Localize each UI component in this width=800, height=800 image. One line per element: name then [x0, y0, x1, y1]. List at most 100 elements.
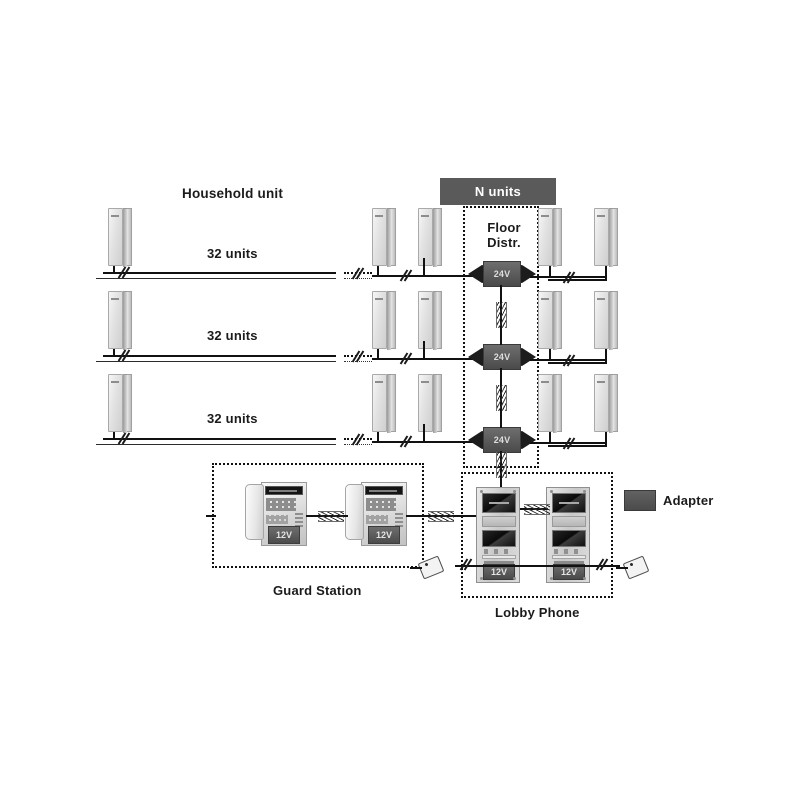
- wire-row3-bus-bottom: [96, 444, 336, 445]
- deskphone-side-keys: [395, 513, 403, 527]
- cable-break-slash-icon-row1-b: [352, 268, 365, 279]
- handset-row2-m1: [372, 291, 398, 350]
- handset-row1-m2: [418, 208, 444, 267]
- cable-coil-marker-icon-3: [496, 452, 507, 478]
- handset-row1-m1: [372, 208, 398, 267]
- wire-row3-bus-top: [103, 438, 336, 440]
- wire-row1-drop-r1: [549, 266, 551, 277]
- deskphone-function-keys: [366, 515, 388, 524]
- panel-screw-bl: [480, 577, 483, 580]
- deskphone-side-keys: [295, 513, 303, 527]
- wire-row1-drop-m1: [377, 266, 379, 276]
- handset-stripe-2: [391, 291, 396, 349]
- handset-body: [418, 208, 433, 266]
- panel-screw-br: [513, 577, 516, 580]
- floor-distr-label: Floor Distr.: [481, 220, 527, 250]
- handset-body: [538, 374, 553, 432]
- cable-break-slash-icon-row1-d: [563, 272, 576, 283]
- handset-speaker-grill: [111, 215, 119, 217]
- handset-speaker-grill: [421, 298, 429, 300]
- handset-body: [372, 208, 387, 266]
- handset-stripe-1: [387, 208, 391, 267]
- deskphone-function-keys: [266, 515, 288, 524]
- handset-speaker-grill: [597, 381, 605, 383]
- panel-screw-tr: [583, 490, 586, 493]
- handset-row1-r1: [538, 208, 564, 267]
- wire-row1-left-feed: [372, 275, 482, 277]
- handset-stripe-1: [123, 374, 127, 433]
- handset-stripe-1: [609, 208, 613, 267]
- distributor-voltage-block: 24V: [483, 344, 521, 370]
- cable-break-slash-icon-row3-d: [563, 438, 576, 449]
- guard-phone-1-adapter: 12V: [268, 526, 300, 544]
- handset-row3-r1: [538, 374, 564, 433]
- handset-stripe-2: [127, 291, 132, 349]
- lobby-panel-display: [552, 493, 586, 513]
- row-2-units-label: 32 units: [207, 328, 258, 343]
- wire-row3-drop-r2: [605, 432, 607, 446]
- handset-stripe-2: [557, 208, 562, 266]
- cable-break-slash-icon-row2-c: [400, 353, 413, 364]
- wire-row2-left-feed: [372, 358, 482, 360]
- floor-distributor-3: 24V: [468, 427, 536, 453]
- handset-stripe-2: [391, 374, 396, 432]
- wire-guard-left-stub: [206, 515, 216, 517]
- wire-row1-right-feed-b: [548, 279, 607, 281]
- wire-row3-drop-r1: [549, 432, 551, 443]
- household-unit-label: Household unit: [182, 186, 284, 201]
- handset-row3-m2: [418, 374, 444, 433]
- handset-speaker-grill: [111, 298, 119, 300]
- wire-row1-drop-left: [113, 266, 115, 274]
- distributor-voltage-block: 24V: [483, 427, 521, 453]
- handset-body: [108, 374, 123, 432]
- handset-stripe-1: [553, 291, 557, 350]
- deskphone-display: [265, 486, 303, 495]
- guard-phone-1: 12V: [245, 482, 307, 546]
- lobby-panel-nameplate: [552, 555, 586, 559]
- n-units-banner: N units: [440, 178, 556, 205]
- handset-stripe-1: [553, 208, 557, 267]
- handset-stripe-2: [437, 208, 442, 266]
- handset-speaker-grill: [111, 381, 119, 383]
- deskphone-keypad: [366, 498, 396, 511]
- wire-row3-left-feed: [372, 441, 482, 443]
- handset-stripe-2: [127, 374, 132, 432]
- cable-break-slash-icon-row2-a: [118, 350, 131, 361]
- handset-speaker-grill: [375, 381, 383, 383]
- cable-coil-marker-icon-lobby: [524, 504, 550, 515]
- wire-lobby-bottom-bus: [455, 565, 620, 567]
- floor-distr-label-line2: Distr.: [487, 235, 521, 250]
- handset-row3-left: [108, 374, 134, 433]
- handset-body: [418, 374, 433, 432]
- handset-stripe-2: [437, 291, 442, 349]
- handset-body: [594, 291, 609, 349]
- handset-stripe-1: [387, 374, 391, 433]
- handset-row3-r2: [594, 374, 620, 433]
- handset-speaker-grill: [597, 215, 605, 217]
- handset-speaker-grill: [541, 215, 549, 217]
- lobby-panel-speaker: [552, 516, 586, 527]
- wire-row3-drop-m2: [423, 424, 425, 442]
- handset-stripe-1: [433, 374, 437, 433]
- panel-screw-tl: [480, 490, 483, 493]
- wire-row2-drop-m1: [377, 349, 379, 359]
- lobby-panel-2: 12V: [546, 487, 590, 583]
- handset-body: [594, 208, 609, 266]
- distributor-voltage-block: 24V: [483, 261, 521, 287]
- handset-stripe-1: [433, 208, 437, 267]
- handset-speaker-grill: [421, 381, 429, 383]
- wire-row2-drop-r1: [549, 349, 551, 360]
- floor-distributor-2: 24V: [468, 344, 536, 370]
- handset-speaker-grill: [421, 215, 429, 217]
- wire-row2-drop-m2: [423, 341, 425, 359]
- lobby-phone-enclosure: [461, 472, 613, 598]
- handset-stripe-2: [613, 291, 618, 349]
- handset-row2-left: [108, 291, 134, 350]
- cable-break-slash-icon-row3-b: [352, 434, 365, 445]
- handset-stripe-2: [127, 208, 132, 266]
- lobby-panel-display: [482, 493, 516, 513]
- guard-station-caption: Guard Station: [273, 583, 362, 598]
- handset-stripe-2: [557, 374, 562, 432]
- wire-row2-bus-bottom: [96, 361, 336, 362]
- handset-row1-left: [108, 208, 134, 267]
